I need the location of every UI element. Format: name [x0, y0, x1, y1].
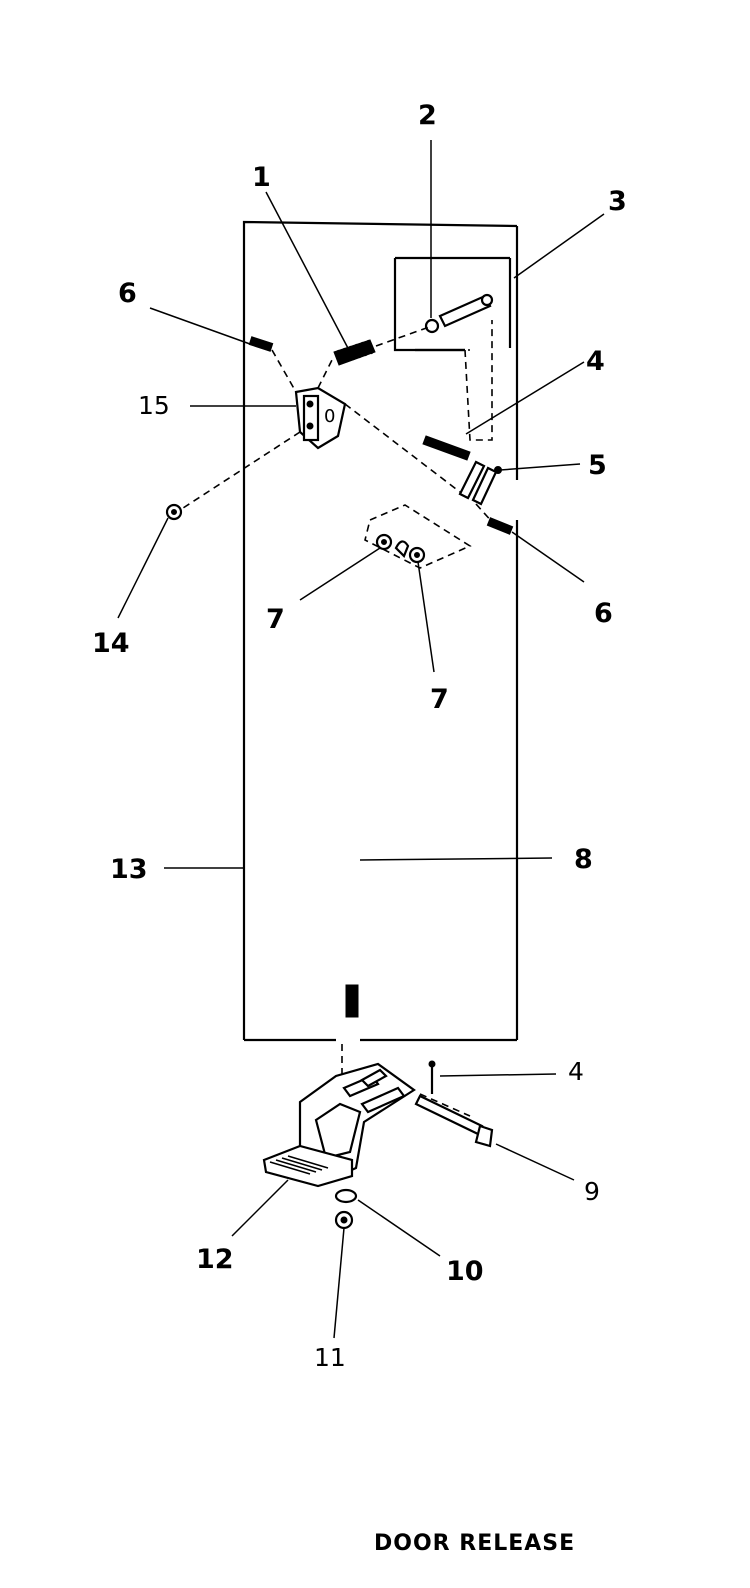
callout-7-right: 7 — [430, 684, 449, 715]
nut-11 — [334, 1210, 354, 1230]
callout-1: 1 — [252, 162, 271, 193]
pedal-shaft — [414, 1094, 494, 1148]
callout-14: 14 — [92, 628, 130, 659]
callout-9: 9 — [584, 1177, 600, 1206]
callout-5: 5 — [588, 450, 607, 481]
pin — [424, 293, 494, 334]
screw-lower-right — [486, 517, 514, 535]
upper-bracket-housing — [393, 256, 512, 441]
callout-12: 12 — [196, 1244, 234, 1275]
screw-upper-left — [248, 336, 274, 352]
screw-4-upper — [422, 435, 471, 461]
spring — [333, 339, 376, 366]
callout-3: 3 — [608, 186, 627, 217]
leader-lines — [117, 140, 605, 1339]
diagram-caption: DOOR RELEASE — [374, 1531, 575, 1556]
callout-2: 2 — [418, 100, 437, 131]
screw-4-lower — [428, 1060, 436, 1094]
callout-10: 10 — [446, 1256, 484, 1287]
callout-6-upper: 6 — [118, 278, 137, 309]
callout-13: 13 — [110, 854, 148, 885]
washer-10 — [334, 1188, 358, 1204]
callout-6-lower: 6 — [594, 598, 613, 629]
callout-7-left: 7 — [266, 604, 285, 635]
nut-14 — [165, 503, 183, 521]
alignment-lines — [179, 325, 495, 1180]
callout-15: 15 — [138, 391, 170, 420]
release-rod — [345, 540, 410, 1018]
release-lever — [458, 460, 502, 506]
callouts: 1 2 3 6 15 4 5 6 7 7 14 8 13 4 9 12 10 1… — [92, 100, 627, 1372]
foot-pedal — [262, 1062, 416, 1188]
callout-11: 11 — [314, 1343, 346, 1372]
nuts-7 — [375, 533, 426, 564]
callout-8: 8 — [574, 844, 593, 875]
callout-4-upper: 4 — [586, 346, 605, 377]
door-panel — [242, 220, 519, 1042]
hinge-bracket: 0 — [294, 386, 347, 450]
callout-4-lower: 4 — [568, 1057, 584, 1086]
bracket-mark: 0 — [324, 406, 335, 427]
